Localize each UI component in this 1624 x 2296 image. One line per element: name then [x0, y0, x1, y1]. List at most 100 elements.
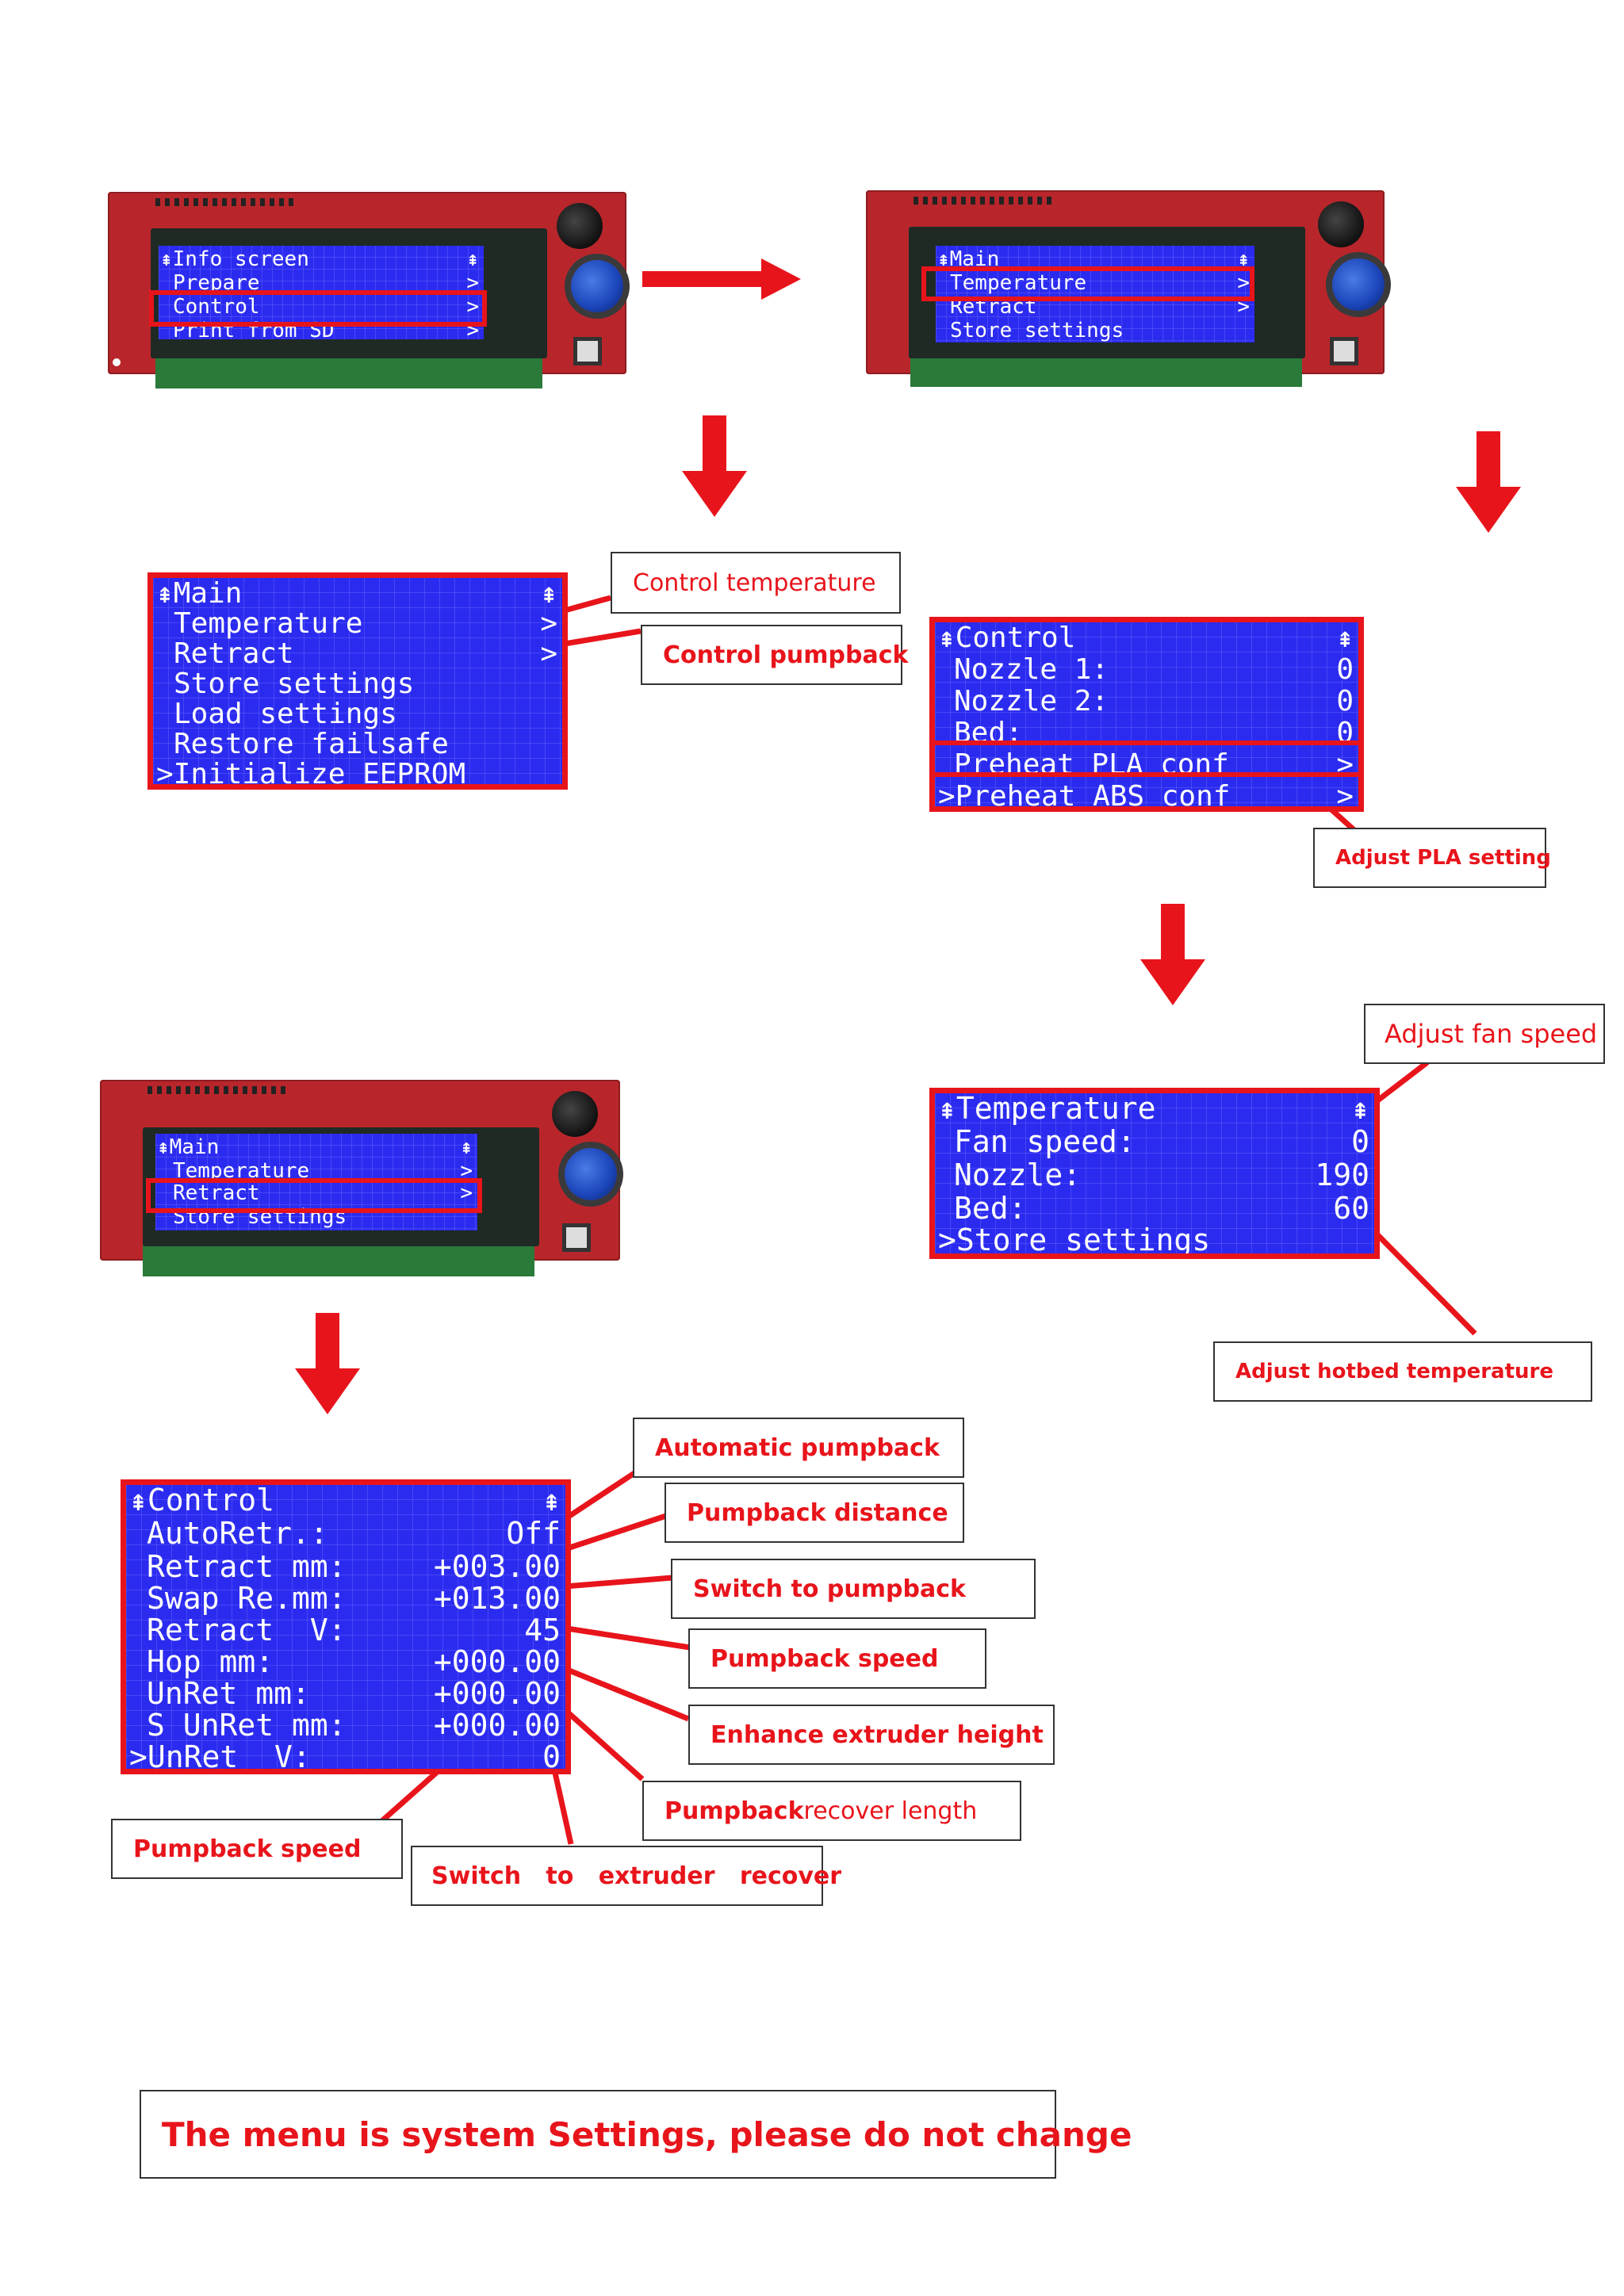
- lcd-screen-retract-settings: ⇞Control⇞ AutoRetr.:Off Retract mm:+003.…: [121, 1479, 571, 1774]
- lcd-text: Main: [173, 577, 243, 610]
- lcd-value: +000.00: [433, 1676, 561, 1711]
- lcd-row-selected[interactable]: Retract>: [173, 1183, 477, 1203]
- lcd-row[interactable]: Retract mm:+003.00: [147, 1552, 565, 1582]
- callout-text: Adjust hotbed temperature: [1235, 1360, 1553, 1383]
- lcd-row[interactable]: Temperature>: [173, 1161, 477, 1181]
- pcb: [155, 357, 542, 388]
- lcd-row[interactable]: Fan speed:0: [954, 1127, 1374, 1157]
- lcd-row[interactable]: Bed:60: [954, 1193, 1374, 1223]
- lcd-text: >Initialize EEPROM: [156, 758, 466, 790]
- callout-text: Enhance extruder height: [710, 1720, 1044, 1749]
- rotary-knob-icon[interactable]: [571, 260, 623, 312]
- callout-unret-speed: Pumpback speed: [111, 1819, 403, 1879]
- arrow-down-icon: [1456, 431, 1521, 533]
- callout-switch-to-pumpback: Switch to pumpback: [671, 1559, 1036, 1619]
- lcd-text: >Preheat ABS conf: [938, 780, 1231, 812]
- lcd-text: Control: [147, 1483, 275, 1517]
- lcd-row: ⇞Main⇞: [157, 1135, 473, 1159]
- callout-text: Adjust PLA setting: [1335, 846, 1551, 870]
- lcd-value: +000.00: [433, 1644, 561, 1679]
- lcd-row[interactable]: Swap Re.mm:+013.00: [147, 1583, 565, 1613]
- lcd-value: >: [460, 1159, 473, 1183]
- lcd-row[interactable]: UnRet mm:+000.00: [147, 1678, 565, 1709]
- lcd-value: >: [466, 295, 479, 319]
- callout-text: Pumpback: [665, 1797, 804, 1825]
- lcd-row[interactable]: Nozzle 2: 0: [954, 687, 1358, 716]
- lcd-row: ⇞Control⇞: [129, 1483, 561, 1517]
- lcd-text: AutoRetr.:: [147, 1516, 328, 1551]
- rotary-knob-icon[interactable]: [565, 1148, 617, 1200]
- lcd-row[interactable]: Temperature>: [174, 610, 562, 638]
- lcd-value: >: [540, 637, 557, 670]
- lcd-row[interactable]: Prepare>: [173, 273, 484, 293]
- lcd-value: >: [1237, 295, 1250, 319]
- lcd-row[interactable]: S UnRet mm:+000.00: [147, 1710, 565, 1740]
- lcd-value: ⇞: [1336, 622, 1354, 654]
- lcd-text: Retract: [174, 637, 294, 670]
- callout-text: Pumpback speed: [133, 1835, 362, 1863]
- lcd-screen-preheat-pla: ⇞Temperature⇞ Fan speed:0 Nozzle:190 Bed…: [929, 1088, 1380, 1259]
- lcd-row-selected[interactable]: Control >: [173, 297, 484, 317]
- callout-text: Control temperature: [633, 568, 876, 597]
- lcd-value: 0: [1336, 685, 1354, 718]
- lcd-text: >Store settings: [938, 1223, 1211, 1257]
- callout-adjust-pla: Adjust PLA setting: [1313, 828, 1551, 888]
- lcd-row[interactable]: Restore failsafe: [174, 730, 562, 759]
- rotary-knob-icon[interactable]: [1332, 258, 1385, 311]
- lcd-value: >: [1237, 271, 1250, 295]
- arrow-down-icon: [295, 1313, 360, 1414]
- lcd-row[interactable]: >Preheat ABS conf>: [938, 780, 1358, 812]
- lcd-value: Off: [506, 1516, 561, 1551]
- lcd-value: ⇞: [542, 1483, 561, 1517]
- lcd-text: Retract mm:: [147, 1549, 347, 1584]
- lcd-row-selected[interactable]: Temperature>: [950, 273, 1254, 293]
- callout-switch-extruder-recover: Switch to extruder recover: [411, 1846, 841, 1906]
- lcd-row[interactable]: Load settings: [174, 700, 562, 729]
- stop-button[interactable]: [577, 341, 598, 362]
- callout-adjust-hotbed: Adjust hotbed temperature: [1213, 1341, 1592, 1402]
- buzzer-icon: [557, 203, 603, 249]
- system-settings-note: The menu is system Settings, please do n…: [140, 2090, 1132, 2179]
- callout-control-temperature: Control temperature: [611, 552, 901, 614]
- lcd-screen-temperature-menu: ⇞Control⇞ Nozzle 1:0 Nozzle 2:0 Bed:0 Pr…: [929, 617, 1364, 812]
- lcd-text: S UnRet mm:: [147, 1708, 347, 1743]
- lcd-text: Retract: [173, 1181, 260, 1205]
- highlight-box: [921, 266, 1254, 301]
- lcd-row[interactable]: Hop mm:+000.00: [147, 1647, 565, 1677]
- lcd-value: 0: [1336, 717, 1354, 749]
- lcd-value: >: [466, 271, 479, 295]
- callout-automatic-pumpback: Automatic pumpback: [633, 1418, 964, 1478]
- lcd-text: Nozzle 2:: [954, 685, 1109, 718]
- lcd-text: Store settings: [174, 668, 415, 700]
- lcd-row[interactable]: Store settings: [174, 670, 562, 698]
- lcd-row[interactable]: Nozzle 1:0: [954, 656, 1358, 684]
- lcd-row[interactable]: >UnRet V:0: [129, 1742, 565, 1769]
- callout-adjust-fan: Adjust fan speed: [1364, 1004, 1605, 1064]
- lcd-row[interactable]: Retract V:45: [147, 1615, 565, 1645]
- pin-header: [155, 198, 298, 206]
- stop-button[interactable]: [1334, 341, 1354, 362]
- pin-header: [147, 1086, 290, 1094]
- pcb: [910, 357, 1302, 387]
- lcd-text: Retract V:: [147, 1613, 347, 1647]
- arrow-right-icon: [642, 258, 801, 300]
- buzzer-icon: [1318, 201, 1364, 247]
- lcd-row[interactable]: Store settings: [950, 320, 1254, 341]
- callout-enhance-extruder: Enhance extruder height: [688, 1705, 1055, 1765]
- lcd-row[interactable]: >Initialize EEPROM: [156, 758, 562, 790]
- lcd-text: Control: [173, 295, 260, 319]
- lcd-text: Nozzle 1:: [954, 653, 1109, 686]
- lcd-row[interactable]: Nozzle:190: [954, 1160, 1374, 1190]
- lcd-text: Control: [955, 622, 1076, 654]
- callout-text: The menu is system Settings, please do n…: [162, 2114, 1132, 2154]
- lcd-text: Restore failsafe: [174, 728, 449, 760]
- lcd-text: Load settings: [174, 698, 397, 730]
- lcd-text: Main: [169, 1135, 220, 1159]
- lcd-screen-main: ⇞Main⇞ Temperature> Retract> Store setti…: [147, 572, 568, 790]
- lcd-row[interactable]: >Store settings: [938, 1223, 1374, 1257]
- lcd-row[interactable]: AutoRetr.: Off: [147, 1518, 565, 1548]
- lcd-row[interactable]: Retract >: [174, 640, 562, 668]
- stop-button[interactable]: [566, 1227, 587, 1248]
- callout-text: Switch to extruder recover: [431, 1862, 842, 1890]
- lcd-row: ⇞Info screen⇞: [160, 249, 484, 270]
